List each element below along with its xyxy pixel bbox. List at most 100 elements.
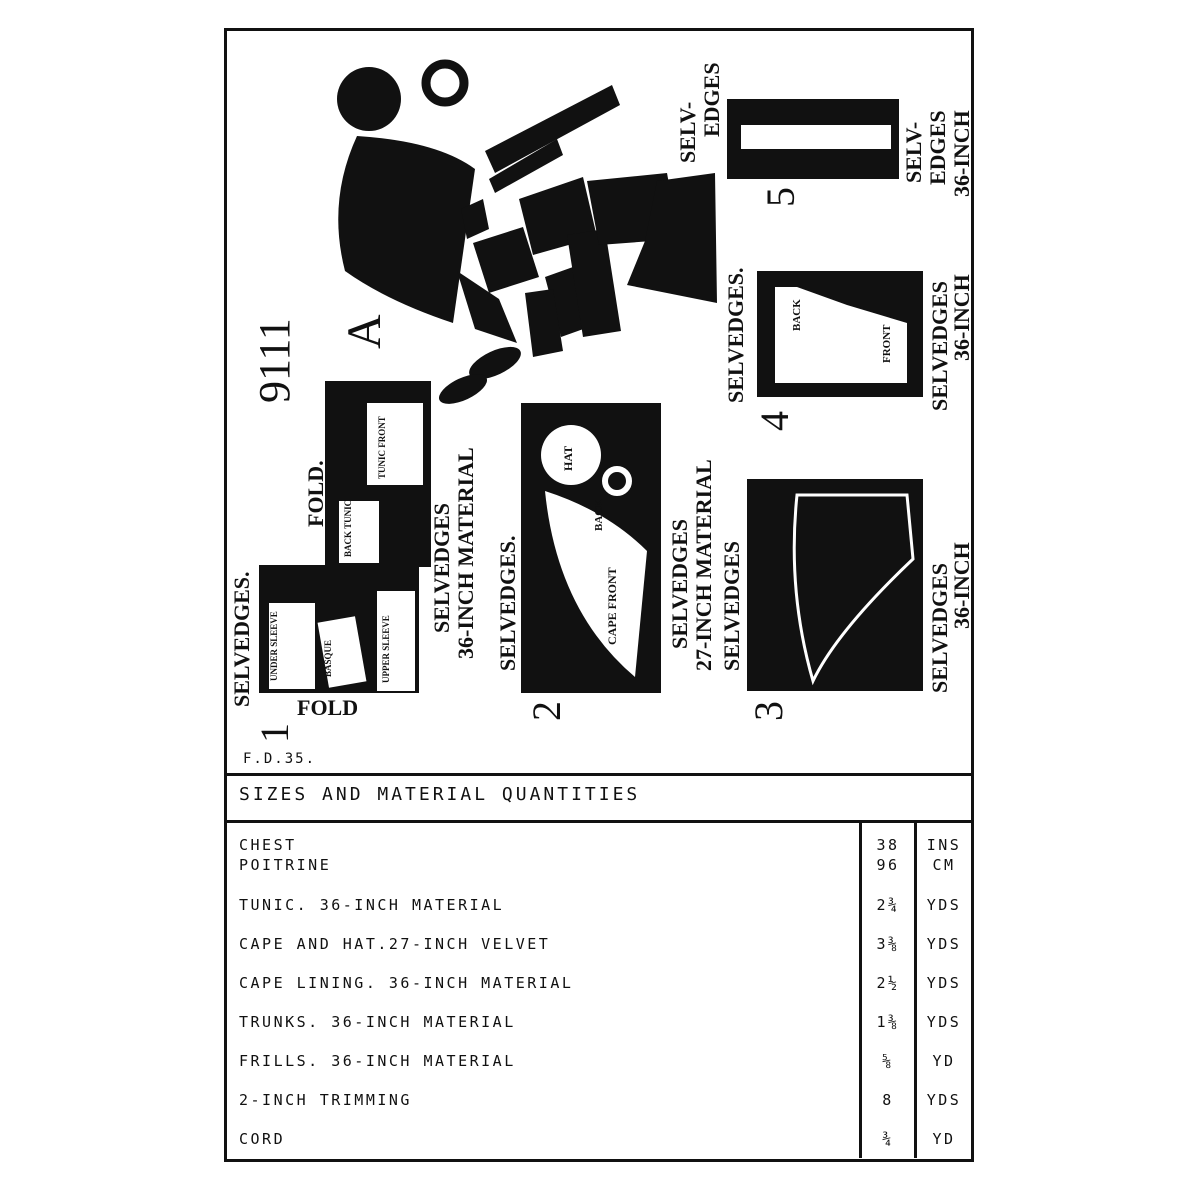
- size-unit-2: CM: [932, 856, 956, 874]
- layout-4-selvedge-right-2: 36-INCH: [949, 274, 974, 361]
- layout-1-number: 1: [252, 723, 297, 743]
- layout-5-selvedge-right-1: SELV-: [901, 121, 926, 183]
- piece-trunks-front: FRONT: [881, 324, 893, 364]
- size-row: CHEST POITRINE 38 96 INS CM: [227, 821, 971, 885]
- size-unit-1: INS: [926, 836, 962, 854]
- table-row: CAPE AND HAT.27-INCH VELVET 3⅜ YDS: [227, 924, 971, 963]
- row-label: CAPE LINING. 36-INCH MATERIAL: [239, 973, 574, 992]
- back-tunic-piece: [339, 501, 379, 563]
- sleeve-piece-1: [473, 227, 539, 293]
- piece-back-tunic: BACK TUNIC: [343, 499, 353, 557]
- row-label: TRUNKS. 36-INCH MATERIAL: [239, 1012, 516, 1031]
- table-row: FRILLS. 36-INCH MATERIAL ⅝ YD: [227, 1041, 971, 1080]
- trunk-piece-2: [525, 289, 563, 357]
- layout-2-number: 2: [524, 701, 569, 721]
- row-label: FRILLS. 36-INCH MATERIAL: [239, 1051, 516, 1070]
- strap-piece-1: [485, 85, 620, 173]
- size-label-1: CHEST: [239, 836, 297, 854]
- row-unit: YDS: [914, 924, 971, 963]
- tunic-front-piece: [367, 403, 423, 485]
- pattern-pieces-svg: [259, 59, 923, 693]
- layout-1: [259, 381, 431, 693]
- layout-1-fold-bottom: FOLD: [297, 695, 359, 720]
- piece-trunks-back: BACK: [791, 299, 803, 331]
- hat-band-piece: [602, 466, 632, 496]
- form-code: F.D.35.: [243, 751, 317, 767]
- view-a-pieces: [337, 59, 717, 404]
- table-row: TUNIC. 36-INCH MATERIAL 2¾ YDS: [227, 885, 971, 924]
- layout-5-number: 5: [758, 187, 803, 207]
- piece-under-sleeve: UNDER SLEEVE: [269, 611, 279, 681]
- basque-piece: [317, 616, 367, 688]
- frill-arc-piece: [792, 493, 915, 686]
- row-amount: 3⅜: [859, 924, 916, 963]
- layout-2-selvedge-left: SELVEDGES.: [495, 535, 520, 671]
- small-piece-1: [461, 199, 489, 239]
- view-letter: A: [338, 314, 391, 349]
- size-label-cell: CHEST POITRINE: [227, 821, 861, 885]
- layout-2-selvedge-right-1: SELVEDGES: [667, 518, 692, 649]
- row-amount: 1⅜: [859, 1002, 916, 1041]
- layout-5-selvedge-right-2: EDGES: [925, 110, 950, 185]
- trunk-piece-3: [567, 229, 621, 337]
- row-label: 2-INCH TRIMMING: [239, 1090, 412, 1109]
- row-unit: YD: [914, 1041, 971, 1080]
- layout-3-number: 3: [746, 701, 791, 721]
- table-row: TRUNKS. 36-INCH MATERIAL 1⅜ YDS: [227, 1002, 971, 1041]
- row-amount: ¾: [859, 1119, 916, 1158]
- layout-5: [727, 99, 899, 179]
- row-unit: YDS: [914, 1080, 971, 1119]
- piece-hat: HAT: [561, 445, 575, 471]
- layout-1-selvedge-right-2: 36-INCH MATERIAL: [453, 447, 478, 659]
- row-unit: YD: [914, 1119, 971, 1158]
- collar-ring-piece: [421, 59, 469, 107]
- table-row: CORD ¾ YD: [227, 1119, 971, 1158]
- upper-sleeve-piece: [377, 591, 415, 691]
- row-amount: ⅝: [859, 1041, 916, 1080]
- row-label: CORD: [239, 1129, 286, 1148]
- piece-cape-front: CAPE FRONT: [605, 567, 619, 645]
- frill-strip-piece: [741, 125, 891, 149]
- piece-basque: BASQUE: [323, 639, 333, 677]
- size-value-1: 38: [876, 836, 900, 854]
- under-sleeve-piece: [269, 603, 315, 689]
- cape-front-piece: [545, 491, 647, 677]
- pattern-number: 9111: [250, 318, 299, 403]
- table-row: 2-INCH TRIMMING 8 YDS: [227, 1080, 971, 1119]
- size-label-2: POITRINE: [239, 856, 332, 874]
- table-title: SIZES AND MATERIAL QUANTITIES: [239, 784, 641, 805]
- row-unit: YDS: [914, 963, 971, 1002]
- hat-piece: [541, 425, 601, 485]
- strap-piece-2: [489, 139, 563, 193]
- layout-4: [757, 271, 923, 397]
- size-value-2: 96: [876, 856, 900, 874]
- size-value-cell: 38 96: [859, 821, 916, 885]
- layout-4-number: 4: [752, 411, 797, 431]
- layout-5-selvedge-left-1: SELV-: [675, 101, 700, 163]
- piece-back: BACK: [593, 499, 605, 531]
- row-amount: 2¾: [859, 885, 916, 924]
- cutting-diagram: 9111 A SELVEDGES. SELVEDGES 36-INCH MATE…: [227, 31, 974, 775]
- row-label: CAPE AND HAT.27-INCH VELVET: [239, 934, 551, 953]
- layout-1-selvedge-right-1: SELVEDGES: [429, 502, 454, 633]
- layout-3: [747, 479, 923, 691]
- table-title-row: SIZES AND MATERIAL QUANTITIES: [227, 773, 971, 823]
- leaf-piece-2: [438, 374, 488, 404]
- row-amount: 8: [859, 1080, 916, 1119]
- quantities-table: CHEST POITRINE 38 96 INS CM TUNIC. 36-IN…: [227, 821, 971, 1158]
- layout-4-selvedge-left: SELVEDGES.: [723, 267, 748, 403]
- layout-1-fold-top: FOLD.: [303, 460, 328, 527]
- layout-2-selvedge-right-2: 27-INCH MATERIAL: [691, 459, 716, 671]
- trunks-piece: [775, 287, 907, 383]
- leaf-piece-1: [469, 346, 521, 380]
- piece-upper-sleeve: UPPER SLEEVE: [381, 615, 391, 683]
- row-unit: YDS: [914, 885, 971, 924]
- layout-3-selvedge-left: SELVEDGES: [719, 540, 744, 671]
- row-label: TUNIC. 36-INCH MATERIAL: [239, 895, 505, 914]
- tunic-piece-2: [627, 173, 717, 303]
- size-unit-cell: INS CM: [914, 821, 971, 885]
- cape-piece: [338, 136, 475, 323]
- trunk-piece-1: [457, 271, 517, 343]
- layout-3-fabric: [747, 479, 923, 691]
- hat-crown-piece: [337, 67, 401, 131]
